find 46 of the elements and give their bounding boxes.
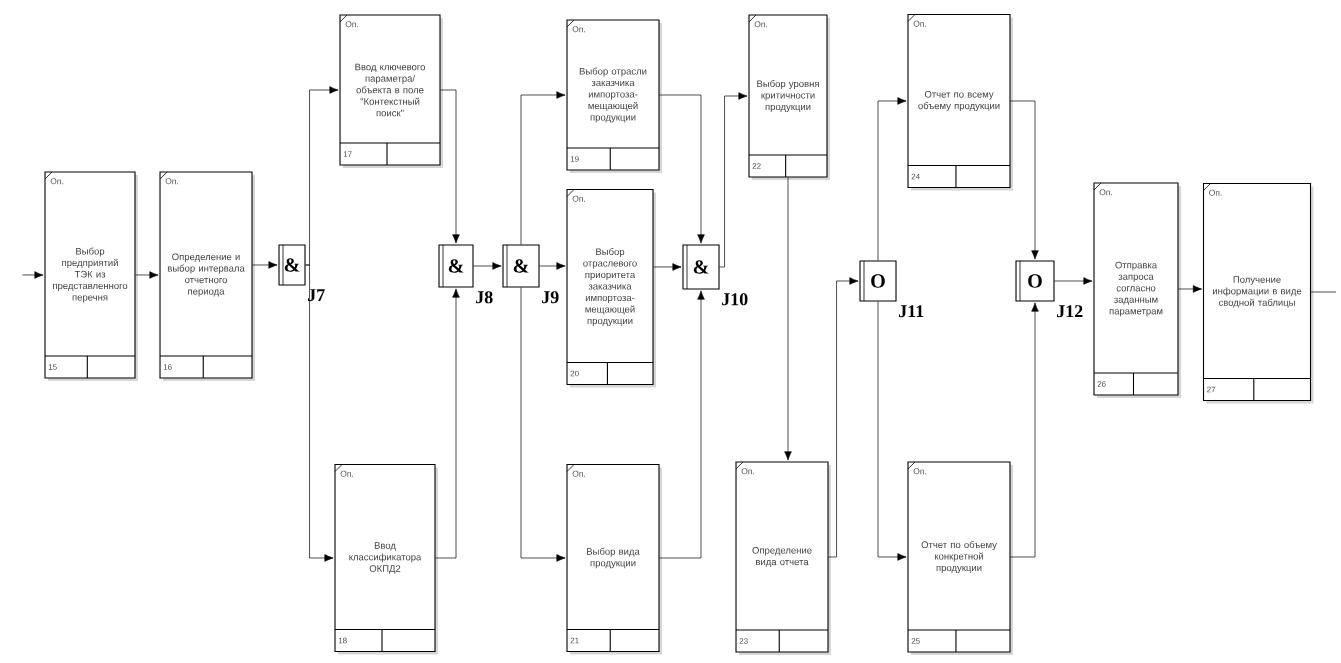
arrow bbox=[1178, 285, 1202, 293]
arrow bbox=[1054, 277, 1093, 285]
arrow bbox=[435, 288, 460, 559]
arrow bbox=[784, 177, 792, 461]
process-box: Оп. Выбор отрасли заказчика импортоза-мещающей продукции 19 bbox=[566, 19, 662, 173]
arrow bbox=[135, 271, 159, 279]
process-box: Оп. Определение вида отчета 23 bbox=[735, 461, 831, 655]
arrow bbox=[473, 262, 502, 270]
junction-label: J12 bbox=[1055, 304, 1085, 319]
junction-label: J10 bbox=[720, 292, 750, 307]
junction-box: O bbox=[1015, 260, 1055, 302]
process-box: Оп. Получение информации в виде сводной таблицы 27 bbox=[1202, 182, 1314, 404]
arrow bbox=[1010, 302, 1039, 558]
arrow bbox=[828, 277, 859, 558]
process-box: Оп. Выбор предприятий ТЭК из представленного перечня 15 bbox=[44, 171, 138, 381]
arrow bbox=[305, 264, 334, 562]
process-box: Оп. Выбор вида продукции 21 bbox=[566, 463, 662, 655]
arrow bbox=[1010, 100, 1039, 260]
arrow bbox=[252, 261, 278, 269]
arrow bbox=[659, 290, 705, 559]
arrow bbox=[22, 271, 44, 279]
process-box: Оп. Выбор отраслевого приоритета заказчика импортоза-мещающей продукции 20 bbox=[566, 188, 656, 388]
arrow bbox=[719, 92, 748, 268]
process-box: Оп. Отчет по всему объему продукции 24 bbox=[907, 13, 1013, 191]
process-box: Оп. Отчет по объему конкретной продукции 25 bbox=[907, 461, 1013, 655]
arrow bbox=[520, 91, 566, 245]
arrow bbox=[653, 263, 682, 271]
arrow bbox=[440, 89, 460, 244]
arrow bbox=[659, 94, 705, 244]
junction-label: J9 bbox=[540, 290, 561, 305]
process-box: Оп. Определение и выбор интервала отчетного периода 16 bbox=[159, 171, 255, 381]
process-box: Оп. Ввод классификатора ОКПД2 18 bbox=[334, 463, 438, 655]
process-box: Оп. Выбор уровня критичности продукции 22 bbox=[748, 14, 830, 180]
junction-box: O bbox=[859, 260, 897, 302]
junction-box: & bbox=[682, 244, 720, 290]
junction-box: & bbox=[438, 244, 474, 288]
junction-label: J8 bbox=[474, 290, 495, 305]
process-box: Оп. Ввод ключевого параметра/ объекта в поле "Контекстный поиск" 17 bbox=[339, 14, 443, 168]
junction-box: & bbox=[278, 244, 306, 286]
arrow bbox=[877, 97, 907, 261]
arrow bbox=[520, 287, 566, 562]
arrow bbox=[877, 301, 907, 561]
process-box: Оп. Отправка запроса согласно заданным параметрам 26 bbox=[1093, 182, 1181, 398]
junction-box: & bbox=[502, 244, 540, 288]
arrow bbox=[539, 262, 566, 270]
junction-label: J11 bbox=[897, 304, 926, 319]
